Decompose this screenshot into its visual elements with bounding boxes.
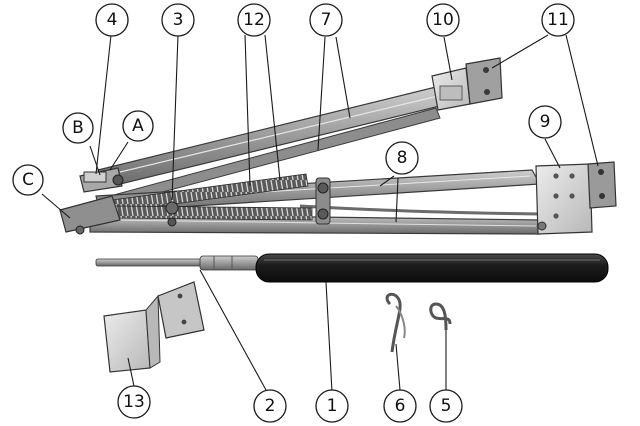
springs — [111, 173, 313, 221]
callout-12: 12 — [237, 3, 271, 37]
svg-text:5: 5 — [441, 396, 452, 416]
svg-text:A: A — [132, 116, 144, 136]
svg-text:8: 8 — [397, 148, 408, 168]
svg-text:3: 3 — [173, 10, 184, 30]
svg-text:2: 2 — [265, 396, 276, 416]
callout-5: 5 — [429, 389, 463, 423]
leader-lines — [41, 34, 599, 393]
callout-10: 10 — [426, 3, 460, 37]
jaw-tip — [59, 167, 124, 235]
svg-text:11: 11 — [547, 10, 569, 30]
handle-assembly — [95, 253, 609, 283]
svg-text:C: C — [22, 170, 34, 190]
callout-9: 9 — [528, 105, 562, 139]
callout-4: 4 — [95, 3, 129, 37]
svg-text:B: B — [72, 118, 84, 138]
callout-7: 7 — [309, 3, 343, 37]
svg-text:4: 4 — [107, 10, 118, 30]
callout-3: 3 — [161, 3, 195, 37]
svg-text:6: 6 — [395, 396, 406, 416]
r-clip — [429, 302, 452, 331]
cotter-pin — [385, 292, 406, 353]
svg-text:12: 12 — [243, 10, 265, 30]
callout-11: 11 — [541, 3, 575, 37]
svg-text:7: 7 — [321, 10, 332, 30]
callouts: 4 3 12 7 10 11 B A 9 C 8 13 2 1 6 5 — [12, 3, 575, 423]
callout-13: 13 — [117, 385, 151, 419]
svg-text:9: 9 — [540, 112, 551, 132]
svg-text:10: 10 — [432, 10, 454, 30]
callout-8: 8 — [385, 141, 419, 175]
callout-B: B — [62, 112, 94, 144]
mounting-plate — [103, 281, 205, 373]
callout-2: 2 — [253, 389, 287, 423]
svg-text:1: 1 — [327, 396, 338, 416]
callout-6: 6 — [383, 389, 417, 423]
callout-A: A — [122, 110, 154, 142]
callout-1: 1 — [315, 389, 349, 423]
upper-bracket — [431, 57, 503, 111]
end-bracket — [535, 161, 617, 235]
callout-C: C — [12, 164, 44, 196]
svg-text:13: 13 — [123, 392, 145, 412]
